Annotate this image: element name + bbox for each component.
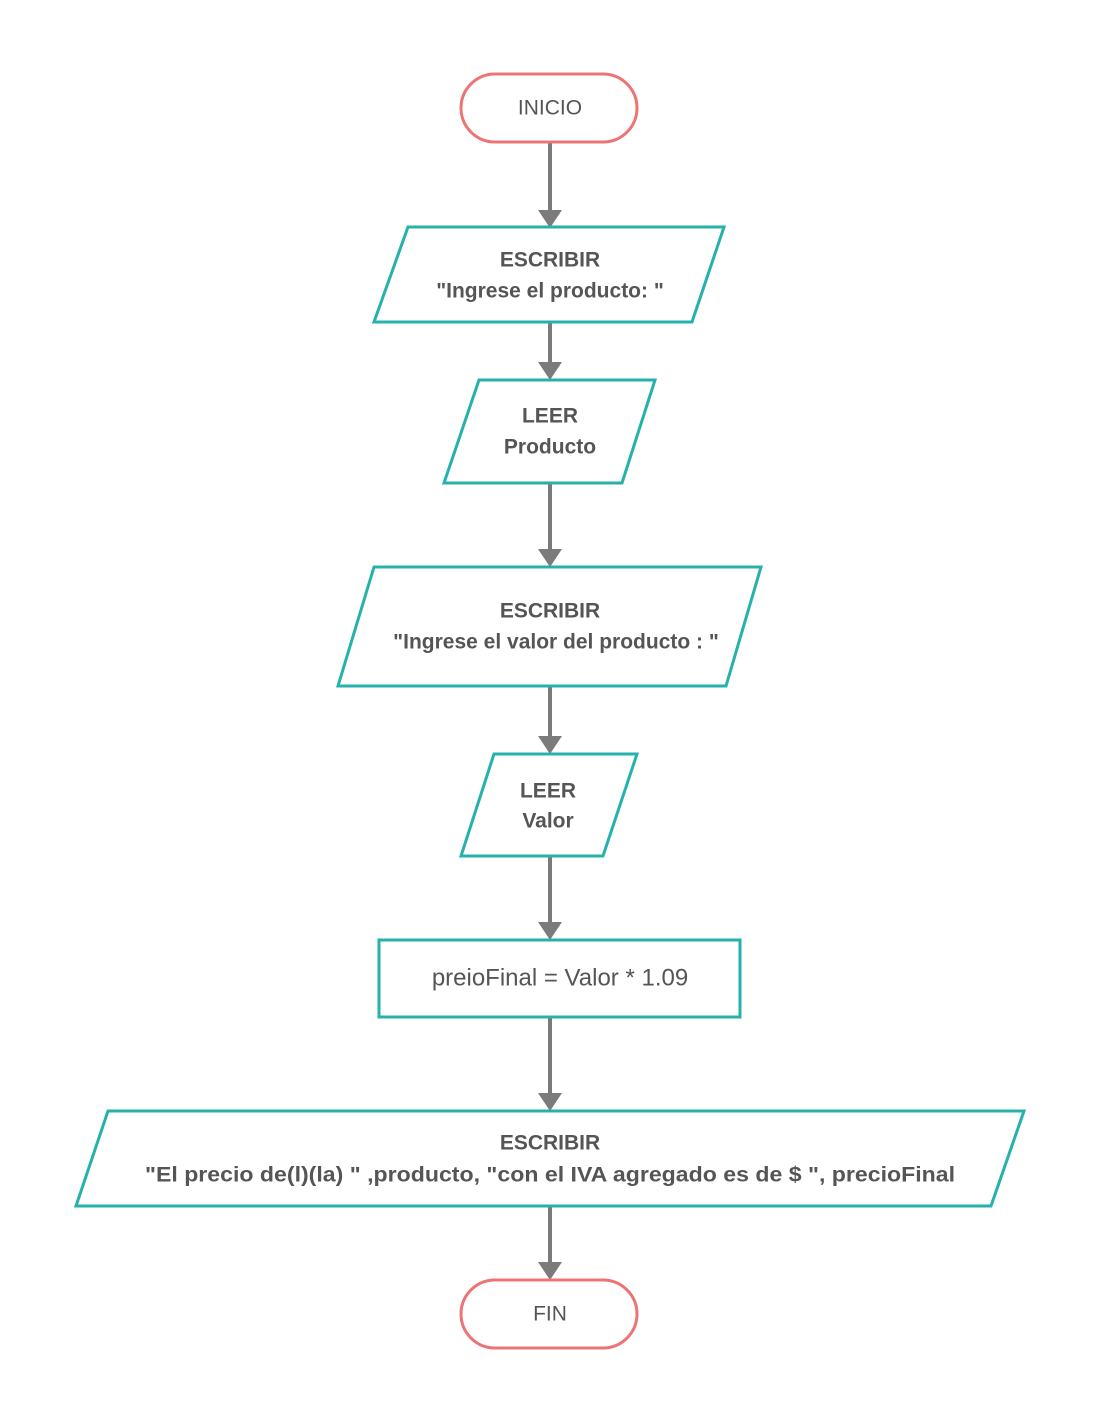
connector-read-value-to-compute — [538, 856, 562, 940]
write-result-keyword: ESCRIBIR — [500, 1132, 600, 1155]
connector-start-to-write-product — [538, 142, 562, 228]
compute-price-formula: preioFinal = Valor * 1.09 — [432, 964, 688, 991]
node-start: INICIO — [459, 72, 639, 144]
write-value-prompt-keyword: ESCRIBIR — [500, 600, 600, 623]
node-read-product: LEER Producto — [441, 378, 658, 485]
write-product-prompt-keyword: ESCRIBIR — [500, 249, 600, 272]
read-value-keyword: LEER — [520, 780, 576, 803]
write-value-prompt-shape — [335, 565, 764, 688]
node-read-value: LEER Valor — [458, 752, 640, 858]
end-label: FIN — [533, 1303, 567, 1326]
read-product-shape — [441, 378, 658, 485]
node-compute-price: preioFinal = Valor * 1.09 — [377, 938, 742, 1019]
read-value-variable: Valor — [522, 810, 573, 833]
connector-read-product-to-write-value — [538, 483, 562, 567]
connector-compute-to-write-result — [538, 1017, 562, 1111]
node-end: FIN — [459, 1278, 639, 1350]
node-write-product-prompt: ESCRIBIR "Ingrese el producto: " — [371, 225, 727, 324]
end-terminal-shape — [459, 1278, 639, 1350]
write-result-shape — [73, 1109, 1027, 1208]
connector-write-product-to-read-product — [538, 322, 562, 380]
read-product-variable: Producto — [504, 436, 596, 459]
start-terminal-shape — [459, 72, 639, 144]
write-value-prompt-text: "Ingrese el valor del producto : " — [393, 631, 719, 654]
start-label: INICIO — [518, 97, 582, 120]
write-product-prompt-shape — [371, 225, 727, 324]
write-result-text: "El precio de(l)(la) " ,producto, "con e… — [145, 1164, 955, 1187]
connector-write-result-to-end — [538, 1206, 562, 1280]
read-value-shape — [458, 752, 640, 858]
node-write-value-prompt: ESCRIBIR "Ingrese el valor del producto … — [335, 565, 764, 688]
node-write-result: ESCRIBIR "El precio de(l)(la) " ,product… — [73, 1109, 1027, 1208]
connector-write-value-to-read-value — [538, 686, 562, 754]
compute-price-shape — [377, 938, 742, 1019]
read-product-keyword: LEER — [522, 405, 578, 428]
write-product-prompt-text: "Ingrese el producto: " — [436, 280, 664, 303]
connectors — [538, 142, 562, 1280]
